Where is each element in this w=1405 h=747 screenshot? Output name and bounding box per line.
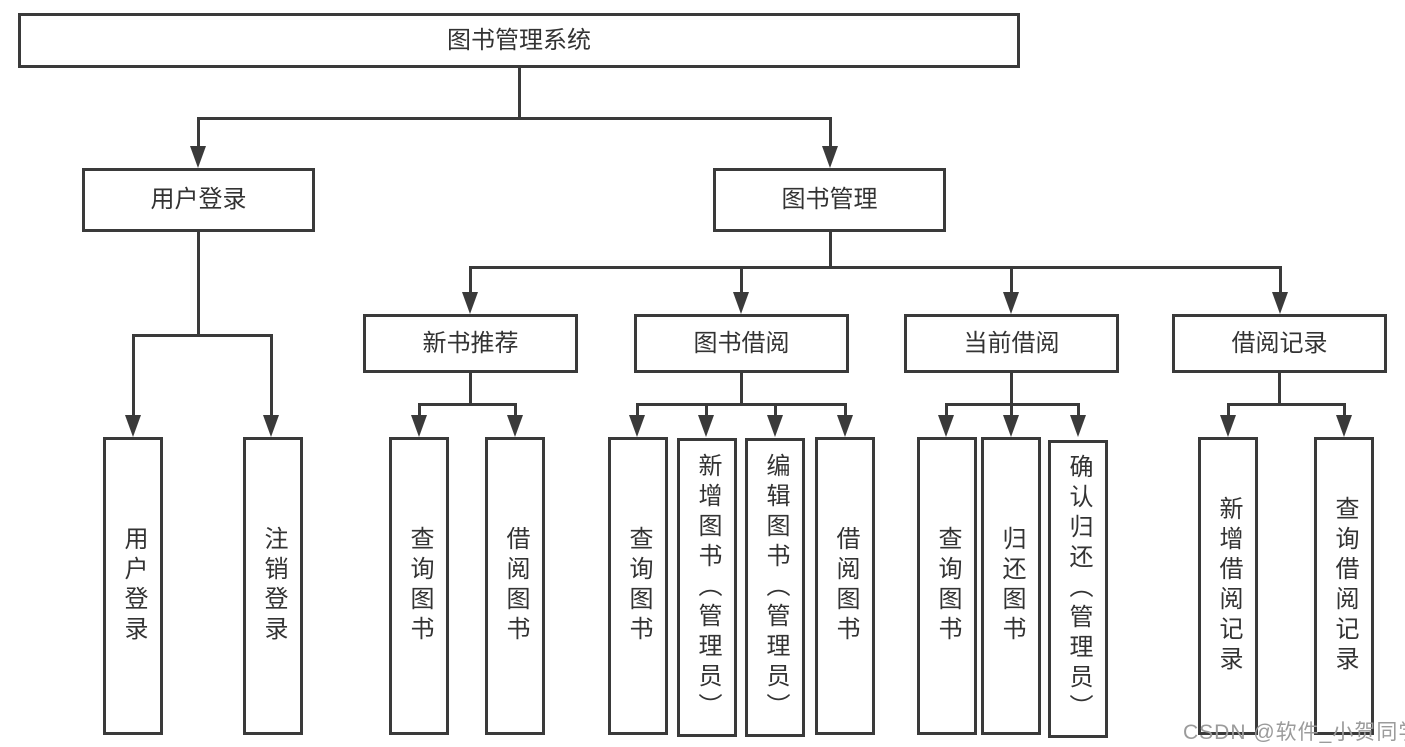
edge-root-bar [197,117,832,120]
edge-drop-user-login [197,117,200,149]
edge-drop-leaf-logout [270,334,273,417]
leaf-query-books-borrow: 查询图书 [608,437,668,735]
edge-stub-borrow1 [514,403,517,417]
leaf-add-borrow-record: 新增借阅记录 [1198,437,1258,735]
arrowhead-borrow1 [507,415,523,437]
arrowhead-query1 [411,415,427,437]
arrowhead-leaf-user-login [125,415,141,437]
edge-bookborrow-trunk [740,373,743,405]
edge-drop-current-borrow [1010,266,1013,295]
arrowhead-borrow2 [837,415,853,437]
edge-userlogin-bar [132,334,273,337]
edge-root-trunk [518,68,521,118]
leaf-borrow-books-borrow: 借阅图书 [815,437,875,735]
edge-bookborrow-bar [636,403,847,406]
arrowhead-query-record [1336,415,1352,437]
node-book-management: 图书管理 [713,168,946,232]
arrowhead-return-book [1003,415,1019,437]
node-current-borrow: 当前借阅 [904,314,1119,373]
leaf-confirm-return-admin: 确认归还（管理员） [1048,440,1108,738]
edge-stub-add-record [1227,403,1230,417]
edge-stub-query3 [945,403,948,417]
edge-drop-borrow-records [1279,266,1282,295]
edge-stub-query-record [1343,403,1346,417]
leaf-user-login: 用户登录 [103,437,163,735]
leaf-borrow-books-recommend: 借阅图书 [485,437,545,735]
edge-drop-book-mgmt [829,117,832,149]
leaf-add-book-admin: 新增图书（管理员） [677,438,737,737]
node-new-book-recommend: 新书推荐 [363,314,578,373]
csdn-watermark: CSDN @软件_小贺同学 [1183,721,1405,744]
arrowhead-book-mgmt [822,146,838,168]
arrowhead-query2 [629,415,645,437]
edge-stub-confirm-return [1077,403,1080,417]
edge-stub-edit-book [774,403,777,417]
edge-stub-query2 [636,403,639,417]
arrowhead-add-book [698,415,714,437]
leaf-query-books-recommend: 查询图书 [389,437,449,735]
edge-bookmgmt-trunk [829,232,832,268]
edge-newbook-bar [418,403,517,406]
arrowhead-book-borrow [733,292,749,314]
arrowhead-user-login [190,146,206,168]
arrowhead-leaf-logout [263,415,279,437]
edge-currentborrow-trunk [1010,373,1013,405]
edge-newbook-trunk [469,373,472,405]
arrowhead-current-borrow [1003,292,1019,314]
arrowhead-confirm-return [1070,415,1086,437]
edge-bookmgmt-bar [469,266,1282,269]
edge-stub-return-book [1010,403,1013,417]
arrowhead-new-book [462,292,478,314]
arrowhead-borrow-records [1272,292,1288,314]
edge-drop-book-borrow [740,266,743,295]
leaf-return-books: 归还图书 [981,437,1041,735]
leaf-query-borrow-record: 查询借阅记录 [1314,437,1374,735]
edge-userlogin-trunk [197,232,200,336]
arrowhead-query3 [938,415,954,437]
arrowhead-add-record [1220,415,1236,437]
edge-borrowrecords-trunk [1278,373,1281,405]
node-user-login: 用户登录 [82,168,315,232]
node-borrow-records: 借阅记录 [1172,314,1387,373]
edge-drop-new-book [469,266,472,295]
leaf-edit-book-admin: 编辑图书（管理员） [745,438,805,737]
node-library-system: 图书管理系统 [18,13,1020,68]
edge-borrowrecords-bar [1227,403,1344,406]
edge-stub-borrow2 [844,403,847,417]
arrowhead-edit-book [767,415,783,437]
leaf-logout: 注销登录 [243,437,303,735]
node-book-borrow: 图书借阅 [634,314,849,373]
edge-stub-add-book [705,403,708,417]
edge-stub-query1 [418,403,421,417]
edge-drop-leaf-user-login [132,334,135,417]
leaf-query-books-current: 查询图书 [917,437,977,735]
